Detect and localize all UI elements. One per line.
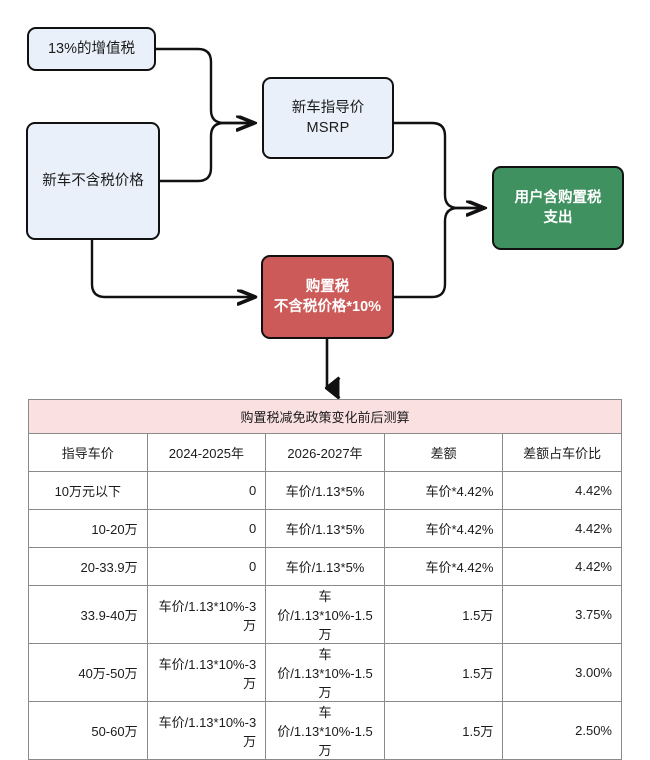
node-purchase-tax[interactable]: 购置税 不含税价格*10% (261, 255, 394, 339)
node-net-price[interactable]: 新车不含税价格 (26, 122, 160, 240)
node-msrp-label-line1: 新车指导价 (291, 100, 365, 116)
node-purchase-tax-label-line2: 不含税价格*10% (273, 299, 382, 315)
node-purchase-tax-label-line1: 购置税 (305, 279, 350, 295)
table-title: 购置税减免政策变化前后测算 (28, 399, 622, 434)
cell-difference-ratio: 4.42% (502, 471, 622, 510)
cell-2026-2027: 车价/1.13*5% (265, 471, 385, 510)
flowchart-canvas: 13%的增值税 新车不含税价格 新车指导价 MSRP 购置税 不含税价格*10%… (26, 27, 624, 760)
cell-guide-price: 50-60万 (28, 701, 148, 760)
table-row: 10万元以下 0 车价/1.13*5% 车价*4.42% 4.42% (28, 471, 622, 510)
cell-difference-ratio: 3.75% (502, 585, 622, 644)
table-row: 10-20万 0 车价/1.13*5% 车价*4.42% 4.42% (28, 509, 622, 548)
column-header-2024-2025: 2024-2025年 (146, 433, 267, 472)
cell-guide-price: 10万元以下 (28, 471, 148, 510)
column-header-2026-2027: 2026-2027年 (265, 433, 385, 472)
table-body: 10万元以下 0 车价/1.13*5% 车价*4.42% 4.42% 10-20… (28, 471, 622, 760)
node-vat[interactable]: 13%的增值税 (27, 27, 156, 71)
edge-msrp-to-userspend (392, 121, 488, 210)
cell-difference: 车价*4.42% (383, 509, 504, 548)
table-row: 33.9-40万 车价/1.13*10%-3万 车价/1.13*10%-1.5万… (28, 585, 622, 644)
cell-2026-2027: 车价/1.13*10%-1.5万 (265, 585, 385, 644)
cell-2024-2025: 0 (146, 547, 267, 586)
node-msrp[interactable]: 新车指导价 MSRP (262, 77, 394, 159)
table-header-row: 指导车价 2024-2025年 2026-2027年 差额 差额占车价比 (28, 433, 622, 472)
column-header-difference: 差额 (383, 433, 504, 472)
edge-vat-to-msrp (154, 47, 258, 125)
cell-difference-ratio: 3.00% (502, 643, 622, 702)
cell-guide-price: 10-20万 (28, 509, 148, 548)
cell-2024-2025: 车价/1.13*10%-3万 (146, 643, 267, 702)
node-net-price-label: 新车不含税价格 (42, 173, 144, 189)
cell-difference: 车价*4.42% (383, 547, 504, 586)
cell-2026-2027: 车价/1.13*10%-1.5万 (265, 701, 385, 760)
edge-purchasetax-to-userspend (392, 208, 484, 299)
cell-2026-2027: 车价/1.13*5% (265, 509, 385, 548)
cell-difference-ratio: 4.42% (502, 509, 622, 548)
cell-difference: 1.5万 (383, 643, 504, 702)
calculation-table: 购置税减免政策变化前后测算 指导车价 2024-2025年 2026-2027年… (28, 399, 622, 760)
cell-2024-2025: 0 (146, 509, 267, 548)
cell-difference-ratio: 4.42% (502, 547, 622, 586)
cell-2024-2025: 车价/1.13*10%-3万 (146, 585, 267, 644)
table-row: 50-60万 车价/1.13*10%-3万 车价/1.13*10%-1.5万 1… (28, 701, 622, 760)
table-title-row: 购置税减免政策变化前后测算 (28, 399, 622, 434)
cell-difference-ratio: 2.50% (502, 701, 622, 760)
edge-netprice-to-purchasetax (90, 238, 255, 297)
cell-difference: 1.5万 (383, 585, 504, 644)
node-user-spend-label-line1: 用户含购置税 (514, 190, 602, 206)
node-vat-label: 13%的增值税 (47, 41, 136, 57)
column-header-difference-ratio: 差额占车价比 (502, 433, 622, 472)
node-msrp-label-line2: MSRP (306, 120, 350, 136)
cell-guide-price: 20-33.9万 (28, 547, 148, 586)
table-row: 20-33.9万 0 车价/1.13*5% 车价*4.42% 4.42% (28, 547, 622, 586)
column-header-guide-price: 指导车价 (28, 433, 148, 472)
table-head: 购置税减免政策变化前后测算 指导车价 2024-2025年 2026-2027年… (28, 399, 622, 472)
cell-2026-2027: 车价/1.13*10%-1.5万 (265, 643, 385, 702)
node-user-spend-label-line2: 支出 (543, 210, 573, 226)
cell-2024-2025: 车价/1.13*10%-3万 (146, 701, 267, 760)
cell-2026-2027: 车价/1.13*5% (265, 547, 385, 586)
table-row: 40万-50万 车价/1.13*10%-3万 车价/1.13*10%-1.5万 … (28, 643, 622, 702)
cell-guide-price: 33.9-40万 (28, 585, 148, 644)
node-user-spend[interactable]: 用户含购置税 支出 (492, 166, 624, 250)
cell-guide-price: 40万-50万 (28, 643, 148, 702)
cell-difference: 车价*4.42% (383, 471, 504, 510)
cell-2024-2025: 0 (146, 471, 267, 510)
cell-difference: 1.5万 (383, 701, 504, 760)
edge-netprice-to-msrp (158, 123, 254, 183)
